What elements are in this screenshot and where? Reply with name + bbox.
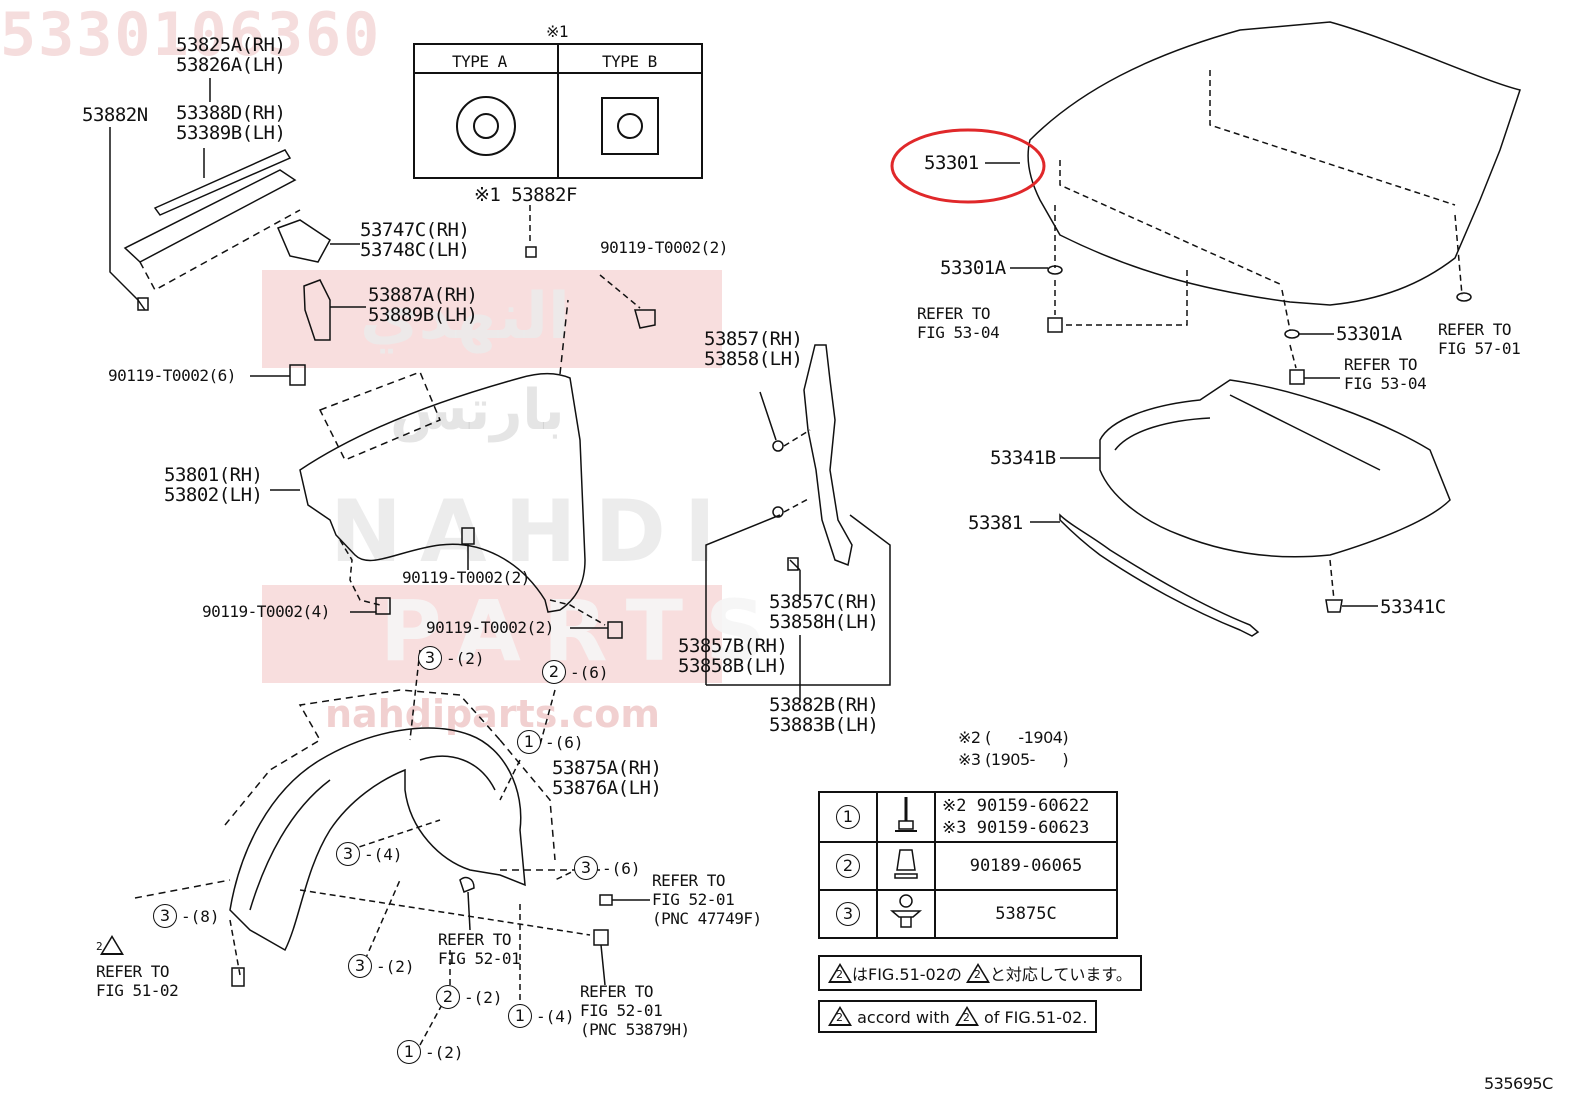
label-53882B: 53882B(RH): [769, 694, 879, 716]
label-53301: 53301: [924, 152, 979, 174]
fastener-row2-part: 90189-06065: [934, 841, 1118, 891]
label-53341B: 53341B: [990, 447, 1056, 469]
watermark-brand-arabic: النهدي: [360, 280, 570, 354]
label-53857C: 53857C(RH): [769, 591, 879, 613]
label-90119-2-low: 90119-T0002(2): [426, 618, 554, 637]
label-53883B: 53883B(LH): [769, 714, 879, 736]
label-53857B: 53857B(RH): [678, 635, 788, 657]
label-90119-2-top: 90119-T0002(2): [600, 238, 728, 257]
note-2: ※2 ( -1904): [958, 728, 1069, 747]
label-90119-4: 90119-T0002(4): [202, 602, 330, 621]
refer-53-04-a-line2: FIG 53-04: [917, 323, 1000, 342]
label-53825A: 53825A(RH): [176, 34, 286, 56]
watermark-part-number: 5330106360: [0, 0, 382, 70]
refer-51-02-line1: REFER TO: [96, 962, 170, 981]
caution-triangle-icon: 2: [828, 963, 852, 983]
highlight-ellipse: [890, 128, 1046, 204]
label-53858: 53858(LH): [704, 348, 803, 370]
fastener-row1-part-a: ※2 90159-60622: [942, 796, 1090, 816]
label-53301A-1: 53301A: [940, 257, 1006, 279]
label-53747C: 53747C(RH): [360, 219, 470, 241]
label-53858H: 53858H(LH): [769, 611, 879, 633]
label-53875A: 53875A(RH): [552, 757, 662, 779]
refer-52-01-a-line3: (PNC 47749F): [652, 909, 762, 928]
refer-51-02-line2: FIG 51-02: [96, 981, 179, 1000]
clip-icon: [876, 889, 936, 939]
refer-52-01-a-line1: REFER TO: [652, 871, 726, 890]
refer-52-01-c-line2: FIG 52-01: [580, 1001, 663, 1020]
label-53887A: 53887A(RH): [368, 284, 478, 306]
label-53801: 53801(RH): [164, 464, 263, 486]
refer-52-01-c-line3: (PNC 53879H): [580, 1020, 690, 1039]
label-90119-2-mid: 90119-T0002(2): [402, 568, 530, 587]
refer-57-01-line1: REFER TO: [1438, 320, 1512, 339]
label-53381: 53381: [968, 512, 1023, 534]
watermark-band-bottom: [262, 585, 722, 683]
nut-icon: [876, 841, 936, 891]
caution-triangle-icon: 2: [965, 963, 990, 983]
label-53388D: 53388D(RH): [176, 102, 286, 124]
note-box-english: 2 accord with 2 of FIG.51-02.: [818, 1000, 1098, 1033]
type-b-label: TYPE B: [602, 52, 657, 71]
watermark-brand-latin-1: NAHDI: [330, 482, 734, 582]
label-90119-6: 90119-T0002(6): [108, 366, 236, 385]
refer-52-01-a-line2: FIG 52-01: [652, 890, 735, 909]
fastener-row1-part-b: ※3 90159-60623: [942, 818, 1090, 838]
label-53802: 53802(LH): [164, 484, 263, 506]
fastener-table: 1 ※2 90159-60622 ※3 90159-60623 2 90189-…: [818, 791, 1118, 939]
watermark-band-top: [262, 270, 722, 368]
caution-triangle-icon: 2: [828, 1006, 852, 1026]
fastener-row3-part: 53875C: [934, 889, 1118, 939]
label-53301A-2: 53301A: [1336, 323, 1402, 345]
label-53882N: 53882N: [82, 104, 148, 126]
refer-53-04-a-line1: REFER TO: [917, 304, 991, 323]
label-53889B: 53889B(LH): [368, 304, 478, 326]
label-53826A: 53826A(LH): [176, 54, 286, 76]
caution-triangle-icon: 2: [96, 935, 124, 956]
type-footer-label: ※1 53882F: [474, 184, 577, 206]
refer-57-01-line2: FIG 57-01: [1438, 339, 1521, 358]
label-53857: 53857(RH): [704, 328, 803, 350]
watermark-url: nahdiparts.com: [325, 692, 661, 736]
refer-53-04-b-line2: FIG 53-04: [1344, 374, 1427, 393]
label-53748C: 53748C(LH): [360, 239, 470, 261]
type-note-ref: ※1: [546, 22, 569, 41]
refer-53-04-b-line1: REFER TO: [1344, 355, 1418, 374]
fastener-row-3: 3 53875C: [818, 889, 1118, 939]
refer-52-01-b-line1: REFER TO: [438, 930, 512, 949]
note-3: ※3 (1905- ): [958, 750, 1069, 769]
screw-icon: [876, 791, 936, 843]
type-a-label: TYPE A: [452, 52, 507, 71]
label-53341C: 53341C: [1380, 596, 1446, 618]
label-53858B: 53858B(LH): [678, 655, 788, 677]
diagram-id: 535695C: [1484, 1074, 1553, 1093]
refer-52-01-c-line1: REFER TO: [580, 982, 654, 1001]
caution-triangle-icon: 2: [954, 1006, 979, 1026]
fastener-row-1: 1 ※2 90159-60622 ※3 90159-60623: [818, 791, 1118, 843]
label-53876A: 53876A(LH): [552, 777, 662, 799]
fastener-row-2: 2 90189-06065: [818, 841, 1118, 891]
label-53389B: 53389B(LH): [176, 122, 286, 144]
refer-52-01-b-line2: FIG 52-01: [438, 949, 521, 968]
